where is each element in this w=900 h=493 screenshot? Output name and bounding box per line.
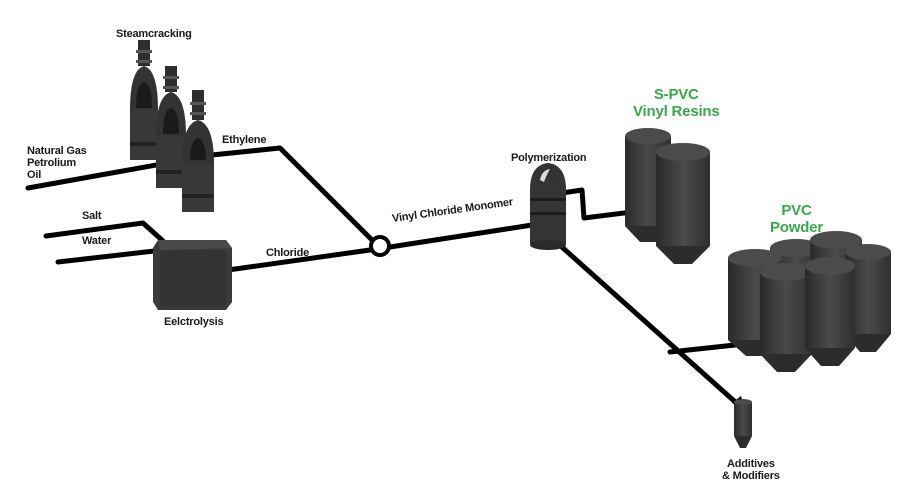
- feedstock-label-line-2: Petrolium: [27, 157, 76, 169]
- polymerization-label: Polymerization: [511, 152, 587, 164]
- pvc-powder-label-line-2: Powder: [770, 219, 823, 236]
- ethylene-label: Ethylene: [222, 134, 267, 146]
- additives-silo: [734, 399, 752, 448]
- feedstock-label-line-1: Natural Gas: [27, 145, 87, 157]
- additives-label: Additives & Modifiers: [722, 458, 780, 482]
- pvc-powder-label: PVC Powder: [770, 202, 823, 236]
- water-label: Water: [82, 235, 112, 247]
- steamcracking-towers: [130, 40, 214, 212]
- mixing-junction: [369, 235, 391, 257]
- feedstock-label: Natural Gas Petrolium Oil: [27, 145, 87, 181]
- ethylene-pipe: [209, 145, 375, 243]
- pvc-powder-label-line-1: PVC: [781, 202, 812, 219]
- feedstock-label-line-3: Oil: [27, 169, 42, 181]
- spvc-label-line-2: Vinyl Resins: [633, 103, 720, 120]
- powder-pipe: [667, 342, 738, 355]
- spvc-silos: [625, 128, 710, 264]
- polymerization-reactor: [530, 163, 566, 250]
- additives-label-line-2: & Modifiers: [722, 470, 780, 482]
- water-pipe: [55, 247, 166, 265]
- chloride-pipe: [225, 247, 373, 273]
- chloride-label: Chloride: [266, 247, 310, 259]
- cracker-tower-1: [130, 40, 158, 160]
- powder-silo-front-1: [760, 263, 812, 372]
- spvc-label-line-1: S-PVC: [653, 86, 699, 103]
- additives-label-line-1: Additives: [726, 458, 775, 470]
- spvc-label: S-PVC Vinyl Resins: [633, 86, 720, 120]
- steamcracking-label: Steamcracking: [116, 28, 192, 40]
- salt-label: Salt: [82, 210, 102, 222]
- additives-pipe: [551, 237, 745, 411]
- electrolysis-label: Eelctrolysis: [164, 316, 224, 328]
- electrolysis-unit: [153, 240, 232, 310]
- cracker-tower-2: [156, 66, 186, 188]
- salt-pipe: [43, 220, 166, 244]
- spvc-pipe: [559, 187, 659, 221]
- pvc-powder-silos: [728, 231, 891, 372]
- spvc-silo-2: [656, 143, 710, 264]
- powder-silo-front-2: [805, 257, 855, 366]
- vcm-pipe: [387, 222, 535, 250]
- cracker-tower-3: [182, 90, 214, 212]
